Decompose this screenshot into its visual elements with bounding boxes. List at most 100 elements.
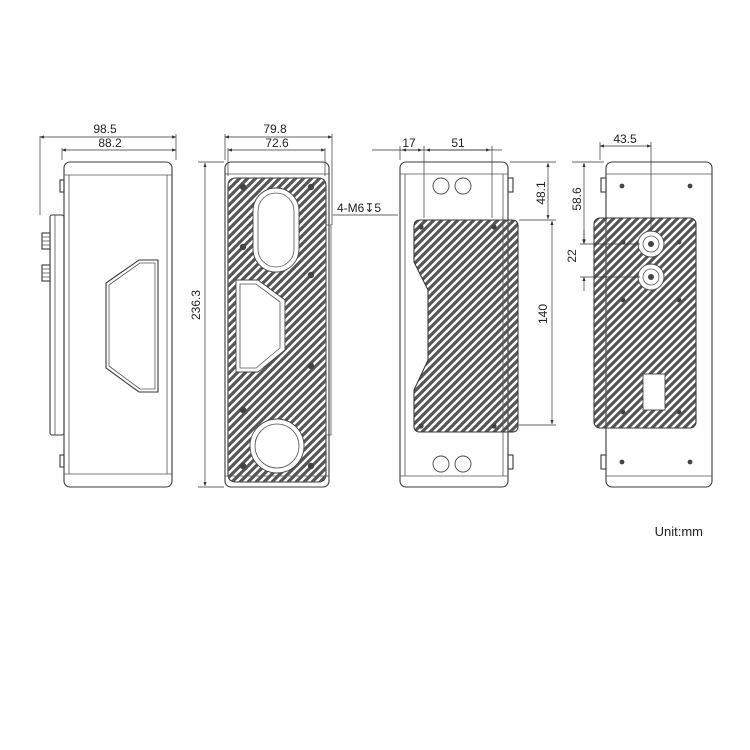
heatsink-fin [656,218,696,428]
heatsink-fin [450,220,518,432]
heatsink-fin [228,178,292,482]
heatsink-fin [714,216,750,430]
heatsink-fin [722,216,750,430]
heatsink-fin [594,218,696,428]
heatsink-fin [594,218,658,428]
heatsink-fin [414,220,486,432]
heatsink-fin [414,220,518,432]
heatsink-fin [594,218,696,428]
dimension-labels: 98.5 88.2 79.8 72.6 236.3 4-M6↧5 17 51 4… [93,122,703,539]
heatsink-fin [732,218,750,434]
side-view [41,161,173,488]
heatsink-fin [594,218,674,428]
heatsink-fin [228,178,326,482]
heatsink-fin [228,178,326,482]
heatsink-fin [594,218,696,428]
heatsink-fin [228,178,326,482]
heatsink-fin [414,220,518,432]
dim-v4-x: 43.5 [613,132,637,146]
heatsink-fin [414,220,462,432]
heatsink-fin [228,178,326,482]
heatsink-fin [594,218,696,428]
heatsink-fin [434,220,518,432]
heatsink-fin [708,218,750,434]
heatsink-fin [414,220,454,432]
heatsink-fin [594,218,696,428]
heatsink-fin [688,218,696,428]
heatsink-fin [228,178,326,482]
heatsink-fin [442,220,518,432]
heatsink-fin [594,218,696,428]
heatsink-fin [724,218,750,434]
heatsink-fin [594,218,696,428]
heatsink-fin [228,178,326,482]
dim-height: 236.3 [189,290,203,320]
heatsink-fin [228,178,326,482]
dim-v4-spacing: 22 [565,249,579,263]
heatsink-fin [716,218,750,434]
dimension-lines [39,134,652,488]
heatsink-fin [746,216,750,430]
heatsink-fin [414,220,518,432]
heatsink-fin [414,220,518,432]
dim-v1-inner: 88.2 [98,136,122,150]
heatsink-fin [594,218,696,428]
dim-v3-top: 48.1 [534,181,548,205]
dim-v1-outer: 98.5 [93,122,117,136]
heatsink-fin [228,178,326,482]
heatsink-fin [594,218,634,428]
heatsink-fin [414,220,502,432]
heatsink-fin [594,218,696,428]
heatsink-fin [414,220,518,432]
heatsink-fin [706,216,750,430]
heatsink-fin [414,220,518,432]
heatsink-fin [738,216,750,430]
heatsink-fin [458,220,518,432]
heatsink-fin [414,220,518,432]
heatsink-fin [266,178,326,482]
heatsink-fin [730,216,750,430]
heatsink-fin [0,176,226,486]
heatsink-fin [228,178,326,482]
heatsink-fin [414,220,518,432]
heatsink-fin [466,220,518,432]
heatsink-fin [228,178,326,482]
heatsink-fin [228,178,252,482]
heatsink-fins [414,218,750,434]
heatsink-fin [414,220,518,432]
dim-v3-offset: 17 [402,136,416,150]
dim-v3-plate: 140 [536,304,550,324]
heatsink-fin [648,218,696,428]
heatsink-fin [228,178,326,482]
heatsink-fin [228,178,236,482]
heatsink-fin [414,220,510,432]
heatsink-fin [632,218,696,428]
heatsink-fin [594,218,666,428]
heatsink-fin [414,220,518,432]
heatsink-fin [426,220,518,432]
heatsink-fin [258,178,326,482]
heatsink-fin [594,218,696,428]
heatsink-fin [640,218,696,428]
unit-note: Unit:mm [655,524,703,539]
front-view [0,161,332,488]
heatsink-fin [698,216,750,430]
heatsink-fin [594,218,696,428]
heatsink-fin [228,178,300,482]
rear-view [593,161,750,488]
heatsink-fin [228,178,244,482]
heatsink-fin [474,220,518,432]
heatsink-fin [414,220,518,432]
heatsink-fin [250,178,326,482]
heatsink-fin [594,218,642,428]
heatsink-fin [594,218,696,428]
heatsink-fin [418,220,518,432]
back-view [399,161,750,488]
heatsink-fin [228,178,326,482]
heatsink-fin [228,178,326,482]
heatsink-fin [414,220,478,432]
heatsink-fin [692,218,750,434]
dim-v3-spacing: 51 [451,136,465,150]
heatsink-fin [414,220,494,432]
